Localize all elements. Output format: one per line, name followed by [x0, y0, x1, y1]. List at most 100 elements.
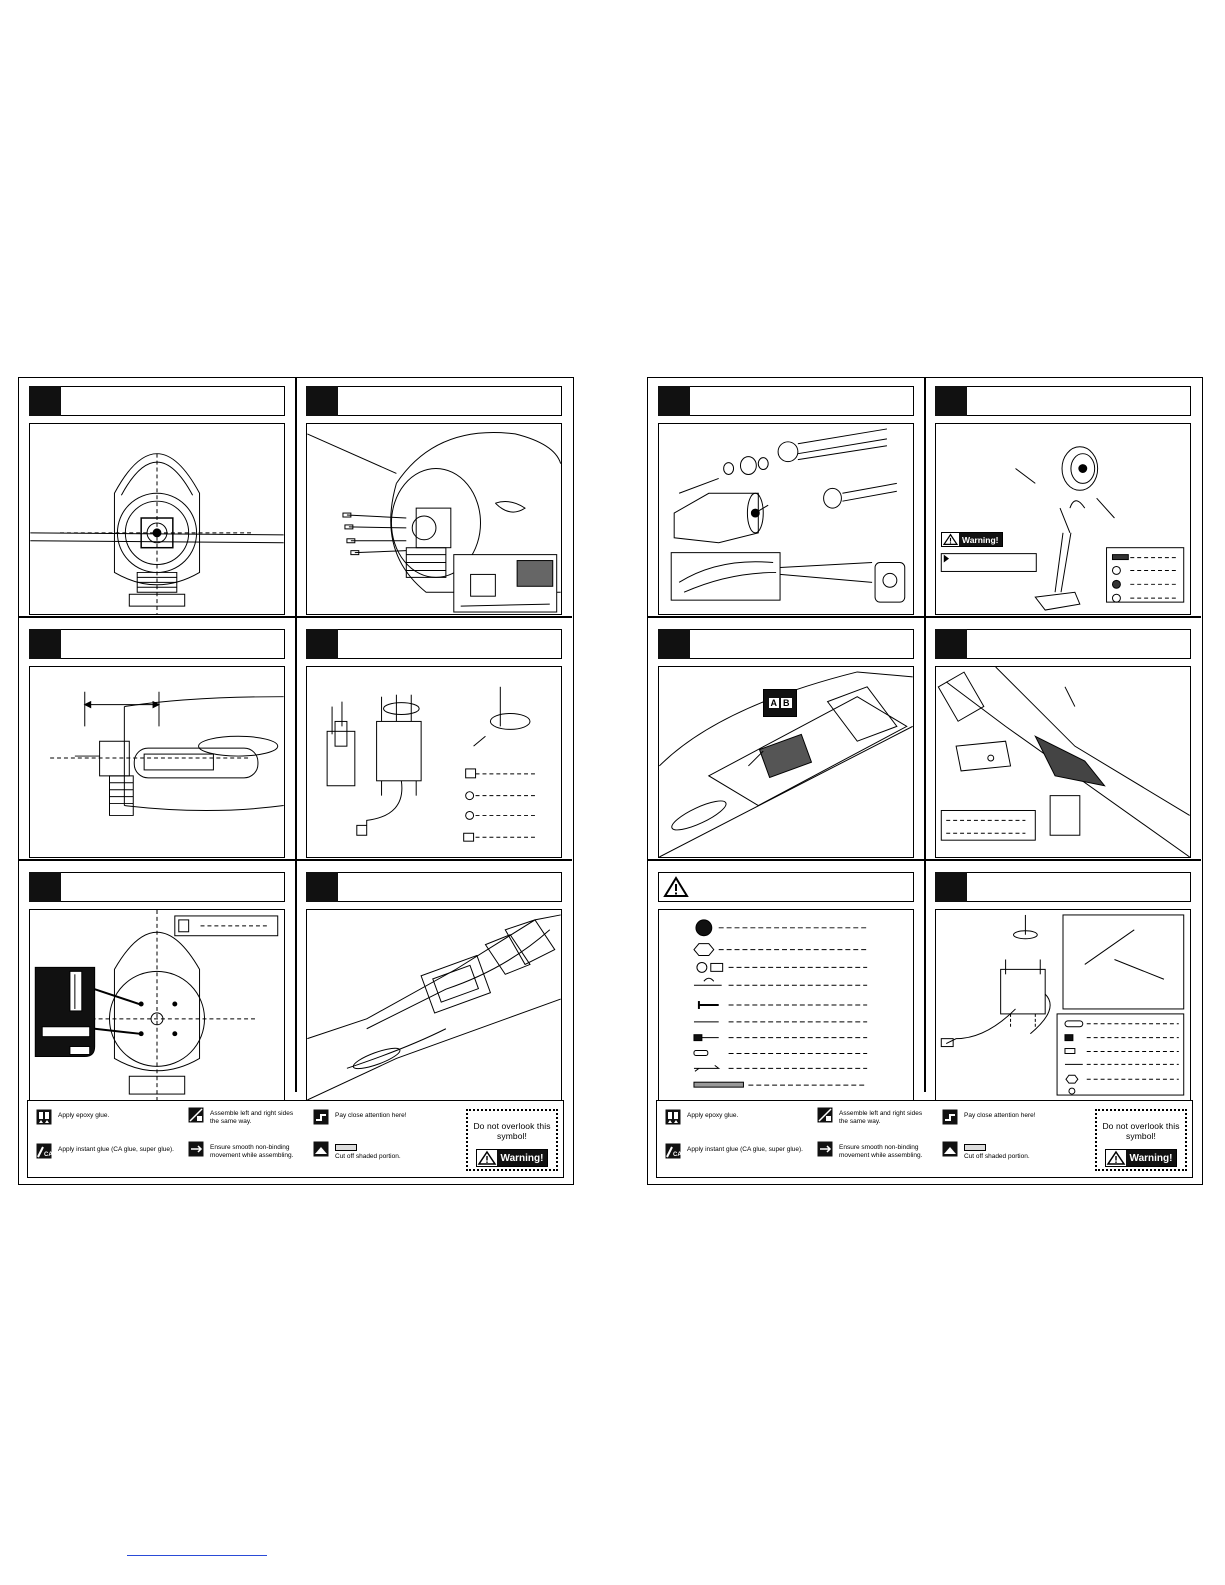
illustration-fuel-tank	[658, 423, 914, 615]
illustration-throttle-linkage	[935, 666, 1191, 858]
step-fuselage-tank	[296, 864, 572, 1109]
grid-divider	[295, 378, 297, 1092]
step-throttle-linkage	[925, 621, 1201, 866]
mirror-assembly-icon	[188, 1107, 204, 1123]
step-header	[935, 629, 1191, 659]
manual-page-left: Apply epoxy glue. CA Apply instant glue …	[18, 377, 574, 1185]
illustration-engine-front	[29, 423, 285, 615]
epoxy-glue-icon	[36, 1109, 52, 1125]
step-header	[306, 629, 562, 659]
step-number-badge	[29, 872, 61, 902]
step-header	[306, 872, 562, 902]
ab-selector-badge: A B	[763, 689, 797, 717]
step-battery-placement: A B	[648, 621, 924, 866]
step-engine-front-view	[19, 378, 295, 623]
symbol-legend: Apply epoxy glue. CA Apply instant glue …	[27, 1100, 564, 1178]
illustration-engine-side	[29, 666, 285, 858]
step-number-badge	[306, 386, 338, 416]
step-number-badge	[29, 629, 61, 659]
step-cowl-mounting	[19, 864, 295, 1109]
step-header	[29, 386, 285, 416]
step-number-badge	[306, 872, 338, 902]
legend-ca-glue: CA Apply instant glue (CA glue, super gl…	[36, 1143, 174, 1159]
step-grid	[19, 378, 572, 1101]
grid-divider	[19, 616, 572, 618]
step-engine-mount	[296, 378, 572, 623]
warning-badge: Warning!	[941, 532, 1003, 547]
step-header	[658, 629, 914, 659]
ca-glue-icon: CA	[665, 1143, 681, 1159]
legend-cut: Cut off shaded portion.	[313, 1141, 401, 1161]
cut-shaded-icon	[942, 1141, 958, 1157]
legend-attention: Pay close attention here!	[313, 1109, 407, 1125]
step-number-badge	[935, 629, 967, 659]
overlook-notice: Do not overlook this symbol! Warning!	[1095, 1109, 1187, 1171]
step-header	[935, 872, 1191, 902]
manual-page-right: Warning! A B	[647, 377, 1203, 1185]
illustration-landing-gear: Warning!	[935, 423, 1191, 615]
step-engine-position	[19, 621, 295, 866]
step-number-badge	[935, 386, 967, 416]
illustration-servo-parts	[306, 666, 562, 858]
warning-triangle-icon	[942, 533, 959, 546]
ca-glue-icon: CA	[36, 1143, 52, 1159]
legend-cut-label: Cut off shaded portion.	[964, 1153, 1030, 1161]
step-header	[935, 386, 1191, 416]
step-landing-gear: Warning!	[925, 378, 1201, 623]
legend-same-way: Assemble left and right sides the same w…	[188, 1107, 293, 1126]
overlook-notice: Do not overlook this symbol! Warning!	[466, 1109, 558, 1171]
illustration-hardware-list	[658, 909, 914, 1101]
illustration-rudder-servo	[935, 909, 1191, 1101]
illustration-battery-bay: A B	[658, 666, 914, 858]
epoxy-glue-icon	[665, 1109, 681, 1125]
step-header	[29, 629, 285, 659]
svg-text:CA: CA	[44, 1152, 52, 1158]
legend-epoxy: Apply epoxy glue.	[665, 1109, 738, 1125]
illustration-cowl-front	[29, 909, 285, 1101]
pointing-hand-icon	[313, 1109, 329, 1125]
step-hardware-list	[648, 864, 924, 1109]
step-header	[658, 872, 914, 902]
svg-text:CA: CA	[673, 1152, 681, 1158]
footer-link-underline[interactable]	[127, 1555, 267, 1556]
cut-shaded-icon	[313, 1141, 329, 1157]
step-fuel-tank-assembly	[648, 378, 924, 623]
step-rudder-servo	[925, 864, 1201, 1109]
legend-smooth: Ensure smooth non-binding movement while…	[188, 1141, 293, 1160]
illustration-fuselage-top	[306, 909, 562, 1101]
mirror-assembly-icon	[817, 1107, 833, 1123]
step-header	[29, 872, 285, 902]
grid-divider	[924, 378, 926, 1092]
step-servo-install	[296, 621, 572, 866]
step-number-badge	[658, 386, 690, 416]
grid-divider	[648, 859, 1201, 861]
step-header	[658, 386, 914, 416]
step-number-badge	[935, 872, 967, 902]
step-number-badge	[29, 386, 61, 416]
illustration-engine-mount	[306, 423, 562, 615]
step-number-badge	[658, 629, 690, 659]
warning-triangle-icon	[1105, 1150, 1126, 1166]
smooth-movement-icon	[817, 1141, 833, 1157]
legend-epoxy: Apply epoxy glue.	[36, 1109, 109, 1125]
warning-badge: Warning!	[1104, 1149, 1178, 1167]
pointing-hand-icon	[942, 1109, 958, 1125]
shaded-portion-swatch	[964, 1144, 986, 1151]
legend-smooth: Ensure smooth non-binding movement while…	[817, 1141, 922, 1160]
legend-cut: Cut off shaded portion.	[942, 1141, 1030, 1161]
symbol-legend: Apply epoxy glue. CA Apply instant glue …	[656, 1100, 1193, 1178]
smooth-movement-icon	[188, 1141, 204, 1157]
grid-divider	[648, 616, 1201, 618]
legend-ca-glue: CA Apply instant glue (CA glue, super gl…	[665, 1143, 803, 1159]
step-grid: Warning! A B	[648, 378, 1201, 1101]
step-number-badge	[306, 629, 338, 659]
legend-cut-label: Cut off shaded portion.	[335, 1153, 401, 1161]
grid-divider	[19, 859, 572, 861]
shaded-portion-swatch	[335, 1144, 357, 1151]
legend-same-way: Assemble left and right sides the same w…	[817, 1107, 922, 1126]
warning-triangle-icon	[476, 1150, 497, 1166]
warning-badge: Warning!	[475, 1149, 549, 1167]
warning-triangle-icon	[663, 876, 689, 897]
step-header	[306, 386, 562, 416]
legend-attention: Pay close attention here!	[942, 1109, 1036, 1125]
